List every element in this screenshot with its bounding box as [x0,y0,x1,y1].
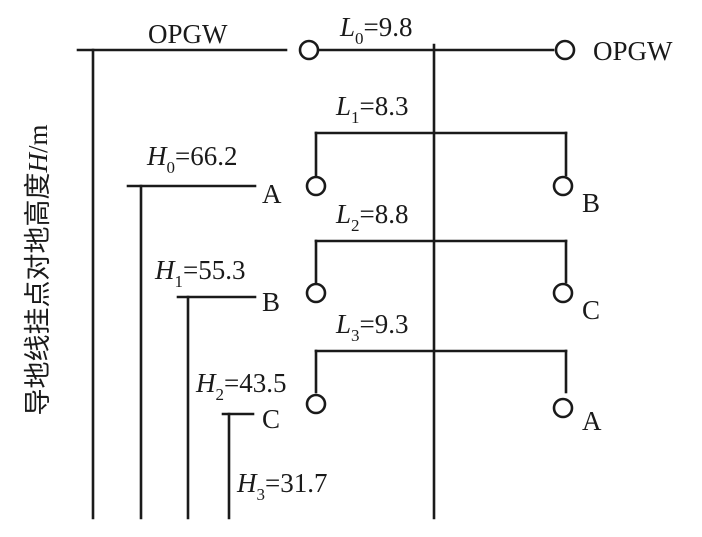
span-label-0: L0=9.8 [339,12,413,48]
height-label-1: H1=55.3 [154,255,245,291]
insulator-right-1 [552,175,574,197]
span-label-3: L3=9.3 [335,309,409,345]
height-label-2: H2=43.5 [195,368,286,404]
insulator-right-3 [552,397,574,419]
opgw-left-insulator [298,39,320,61]
insulator-left-3 [305,393,327,415]
phase-label-left-2: B [262,287,280,317]
opgw-label-left: OPGW [148,19,228,49]
phase-label-right-3: A [582,406,602,436]
phase-label-right-2: C [582,295,600,325]
phase-label-left-1: A [262,179,282,209]
insulator-right-2 [552,282,574,304]
height-label-3: H3=31.7 [236,468,327,504]
y-axis-label: 导地线挂点对地高度H/m [23,124,54,415]
insulator-left-1 [305,175,327,197]
opgw-right-insulator [554,39,576,61]
opgw-label-right: OPGW [593,36,673,66]
span-label-2: L2=8.8 [335,199,409,235]
phase-label-left-3: C [262,404,280,434]
phase-label-right-1: B [582,188,600,218]
insulator-left-2 [305,282,327,304]
span-label-1: L1=8.3 [335,91,409,127]
height-label-0: H0=66.2 [146,141,237,177]
